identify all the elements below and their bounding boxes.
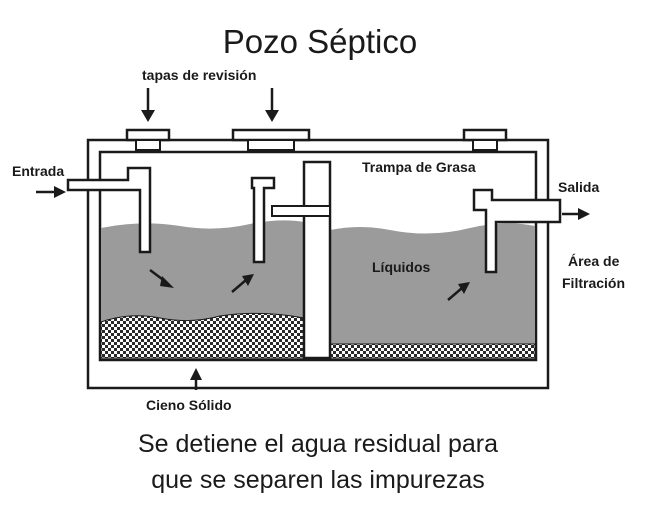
inspection-lid-right-neck bbox=[472, 139, 498, 151]
label-liquidos: Líquidos bbox=[372, 259, 431, 275]
label-trampa: Trampa de Grasa bbox=[362, 159, 476, 175]
divider-wall bbox=[302, 160, 332, 360]
caption-line-1: Se detiene el agua residual para bbox=[138, 430, 498, 458]
label-area-line2: Filtración bbox=[562, 275, 625, 291]
label-area-line1: Área de bbox=[568, 253, 620, 269]
tank-inner-wall bbox=[98, 150, 538, 362]
sludge-compartment-1 bbox=[100, 312, 305, 359]
label-entrada: Entrada bbox=[12, 163, 64, 179]
outlet-pipe bbox=[472, 188, 562, 274]
liquid-compartment-2 bbox=[330, 223, 535, 358]
inspection-lid-left-neck bbox=[135, 139, 161, 151]
middle-baffle bbox=[250, 176, 276, 264]
tapas-arrowhead-right bbox=[265, 110, 279, 122]
salida-arrowhead bbox=[578, 208, 590, 220]
caption-line-2: que se separen las impurezas bbox=[151, 466, 485, 494]
label-cieno: Cieno Sólido bbox=[146, 397, 232, 413]
tank-outer-wall bbox=[86, 138, 550, 390]
entrada-arrowhead bbox=[54, 186, 66, 198]
flow-arrow-2 bbox=[231, 279, 247, 293]
flow-arrow-3 bbox=[447, 287, 463, 301]
sludge-compartment-2 bbox=[329, 343, 536, 359]
cieno-arrowhead bbox=[190, 368, 202, 380]
inlet-pipe bbox=[66, 166, 152, 254]
inspection-lid-center-neck bbox=[247, 139, 295, 151]
flow-arrowhead-3 bbox=[458, 282, 470, 294]
inspection-lid-center bbox=[231, 128, 311, 142]
inspection-lid-left bbox=[125, 128, 171, 142]
flow-arrowhead-1 bbox=[160, 276, 174, 288]
label-tapas: tapas de revisión bbox=[142, 67, 256, 83]
divider-crossbar bbox=[271, 205, 331, 217]
inspection-lid-right bbox=[462, 128, 508, 142]
diagram-title: Pozo Séptico bbox=[223, 23, 417, 60]
label-salida: Salida bbox=[558, 179, 599, 195]
flow-arrowhead-2 bbox=[242, 274, 254, 286]
tapas-arrowhead-left bbox=[141, 110, 155, 122]
